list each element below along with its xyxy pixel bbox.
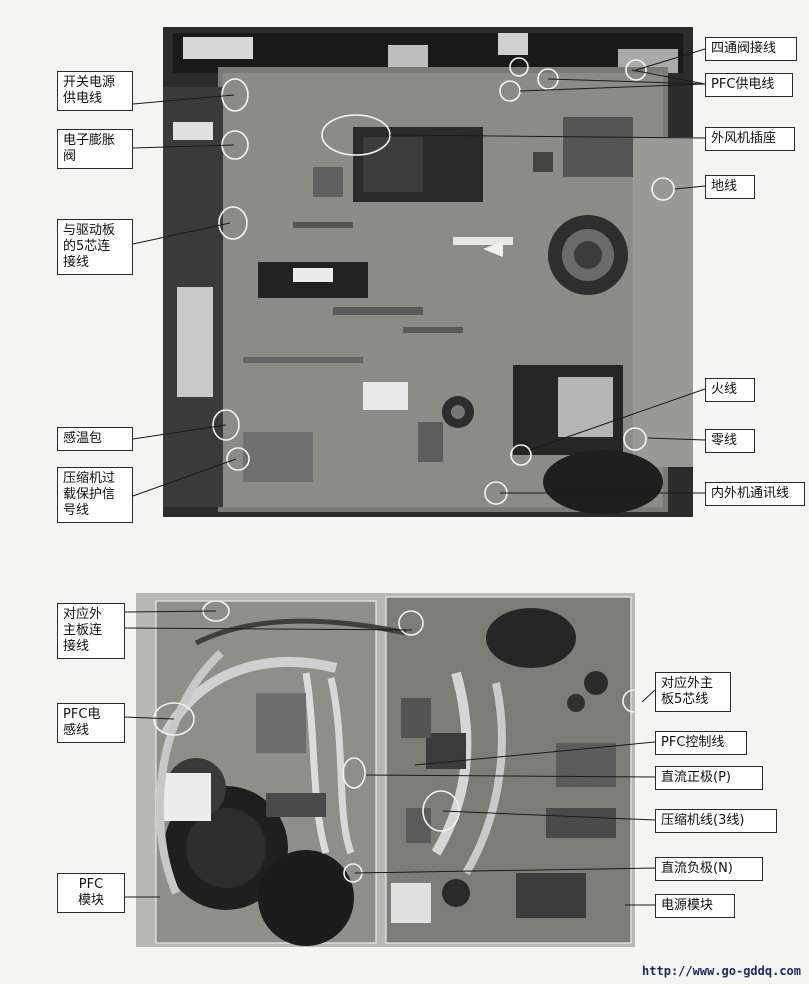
label-switch-power-supply: 开关电源 供电线	[57, 71, 133, 111]
label-four-way-valve: 四通阀接线	[705, 37, 797, 61]
label-compressor-wires: 压缩机线(3线)	[655, 809, 777, 833]
label-expansion-valve: 电子膨胀 阀	[57, 129, 133, 169]
label-compressor-overload: 压缩机过 载保护信 号线	[57, 467, 133, 523]
label-communication-wire: 内外机通讯线	[705, 482, 805, 506]
label-pfc-control: PFC控制线	[655, 731, 747, 755]
label-dc-negative: 直流负极(N)	[655, 857, 763, 881]
label-five-core-wire: 与驱动板 的5芯连 接线	[57, 219, 133, 275]
label-pfc-supply: PFC供电线	[705, 73, 793, 97]
bottom-board-photo	[136, 593, 635, 947]
label-pfc-inductor: PFC电 感线	[57, 703, 125, 743]
label-power-module: 电源模块	[655, 894, 735, 918]
label-main-board-connection: 对应外 主板连 接线	[57, 603, 125, 659]
top-board-photo	[163, 27, 693, 517]
label-pfc-module: PFC 模块	[57, 873, 125, 913]
label-dc-positive: 直流正极(P)	[655, 766, 763, 790]
label-outdoor-fan-socket: 外风机插座	[705, 127, 795, 151]
label-main-board-five-core: 对应外主 板5芯线	[655, 672, 731, 712]
label-neutral-wire: 零线	[705, 429, 755, 453]
label-live-wire: 火线	[705, 378, 755, 402]
label-temp-sensor: 感温包	[57, 427, 133, 451]
label-ground-wire: 地线	[705, 175, 755, 199]
website-url: http://www.go-gddq.com	[642, 964, 801, 978]
